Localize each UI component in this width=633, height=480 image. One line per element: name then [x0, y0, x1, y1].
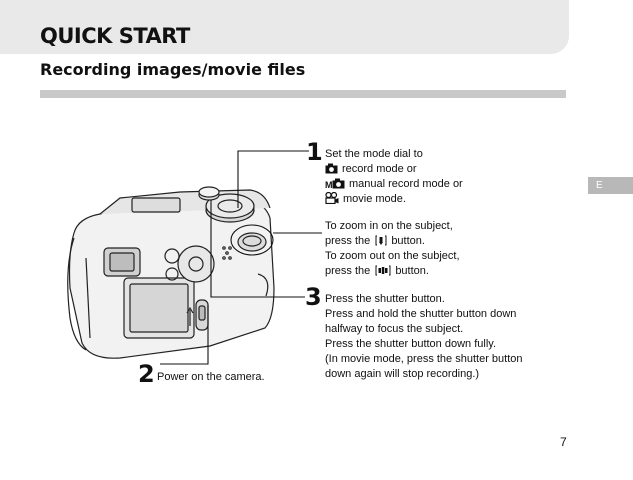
- step-3-line-2: Press and hold the shutter button down: [325, 308, 517, 320]
- zoom-tele-icon: [375, 235, 387, 251]
- zoom-out-press-text: press the: [325, 265, 371, 277]
- step-1-movie-mode: movie mode.: [325, 191, 406, 209]
- svg-text:M: M: [325, 180, 333, 189]
- zoom-in-button-text: button.: [391, 235, 425, 247]
- step-1-instruction: Set the mode dial to: [325, 148, 423, 160]
- record-mode-label: record mode or: [342, 163, 417, 175]
- step-3-line-5: (In movie mode, press the shutter button: [325, 353, 523, 365]
- step-1-number: 1: [306, 138, 323, 166]
- camera-icon: [325, 163, 338, 179]
- header-band: [0, 0, 569, 54]
- step-3-line-3: halfway to focus the subject.: [325, 323, 464, 335]
- zoom-out-button-text: button.: [395, 265, 429, 277]
- step-3-line-4: Press the shutter button down fully.: [325, 338, 496, 350]
- section-subtitle: Recording images/movie files: [40, 60, 306, 79]
- zoom-out-line-2: press the button.: [325, 264, 429, 281]
- step-2-number: 2: [138, 360, 155, 388]
- movie-mode-label: movie mode.: [343, 193, 406, 205]
- manual-mode-label: manual record mode or: [349, 178, 463, 190]
- step-3-line-6: down again will stop recording.): [325, 368, 480, 380]
- step-3-number: 3: [305, 283, 322, 311]
- step-1-manual-mode: M manual record mode or: [325, 177, 463, 194]
- zoom-wide-icon: [375, 265, 391, 281]
- zoom-in-line-2: press the button.: [325, 234, 425, 251]
- section-title: QUICK START: [40, 24, 190, 48]
- title-rule-bar: [40, 90, 566, 98]
- step-3-line-1: Press the shutter button.: [325, 293, 445, 305]
- zoom-in-press-text: press the: [325, 235, 371, 247]
- manual-camera-icon: M: [325, 178, 345, 194]
- step-1-record-mode: record mode or: [325, 162, 417, 179]
- movie-camera-icon: [325, 191, 339, 209]
- zoom-in-line-1: To zoom in on the subject,: [325, 220, 453, 232]
- camera-illustration: [67, 186, 275, 359]
- step-2-instruction: Power on the camera.: [157, 371, 265, 383]
- page-number: 7: [560, 435, 567, 449]
- language-side-tab: E: [588, 177, 633, 194]
- zoom-out-line-1: To zoom out on the subject,: [325, 250, 460, 262]
